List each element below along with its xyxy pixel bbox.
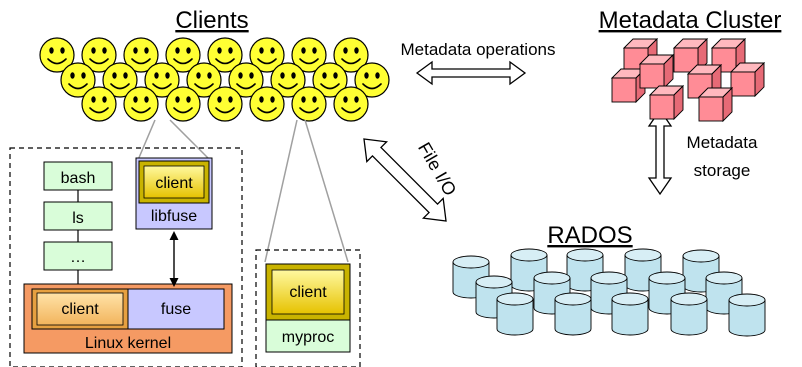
storage-disk-icon	[496, 292, 534, 336]
smiley-face-icon	[207, 86, 243, 122]
connector-lines	[137, 119, 349, 263]
storage-disk-icon	[728, 293, 766, 337]
metadata-server-cube-icon	[729, 61, 766, 98]
process-bash	[43, 161, 113, 191]
metadata-server-cube-icon	[648, 84, 685, 121]
smiley-face-icon	[312, 62, 348, 98]
smiley-face-icon	[333, 86, 369, 122]
metadata-storage-arrow	[647, 108, 673, 196]
smiley-face-icon	[291, 37, 327, 73]
smiley-face-icon	[165, 86, 201, 122]
metadata-cluster-title: Metadata Cluster	[599, 7, 782, 34]
metadata-server-cube-icon	[638, 53, 675, 90]
metadata-operations-arrow	[415, 60, 527, 86]
smiley-face-icon	[186, 62, 222, 98]
libfuse-fuse-arrow	[169, 231, 179, 287]
fuse-module-label: fuse	[161, 301, 191, 318]
process-ellipsis-label: …	[70, 249, 86, 266]
process-ls	[43, 201, 113, 231]
rados-disks	[452, 248, 766, 337]
smiley-face-icon	[102, 62, 138, 98]
smiley-face-icon	[81, 86, 117, 122]
storage-disk-icon	[510, 248, 548, 292]
smiley-face-icon	[60, 62, 96, 98]
storage-disk-icon	[611, 292, 649, 336]
file-io-arrow	[363, 138, 447, 222]
process-ellipsis	[43, 241, 113, 271]
clients-title: Clients	[175, 7, 248, 34]
fuse-module-box	[127, 288, 225, 330]
smiley-face-icon	[228, 62, 264, 98]
smiley-face-icon	[144, 62, 180, 98]
storage-disk-icon	[554, 292, 592, 336]
metadata-storage-label-line2: storage	[694, 161, 751, 180]
smiley-face-icon	[249, 37, 285, 73]
smiley-face-icon	[123, 37, 159, 73]
metadata-server-cube-icon	[710, 37, 747, 74]
smiley-face-icon	[207, 37, 243, 73]
smiley-face-icon	[165, 37, 201, 73]
process-bash-label: bash	[61, 170, 96, 187]
local-host-box	[9, 147, 243, 367]
rados-title: RADOS	[547, 222, 632, 249]
metadata-operations-label: Metadata operations	[401, 40, 556, 59]
direct-host-box	[255, 249, 361, 367]
linux-kernel-label: Linux kernel	[85, 335, 171, 352]
smiley-face-icon	[39, 37, 75, 73]
smiley-face-icon	[354, 62, 390, 98]
myproc-label: myproc	[282, 329, 334, 346]
fuse-client-label: client	[155, 175, 193, 192]
smiley-face-icon	[270, 62, 306, 98]
kernel-client-label: client	[61, 301, 99, 318]
direct-client-label: client	[289, 284, 327, 301]
metadata-cluster-cubes	[610, 37, 766, 123]
smiley-face-icon	[291, 86, 327, 122]
metadata-storage-label-line1: Metadata	[687, 133, 758, 152]
libfuse-label: libfuse	[151, 208, 197, 225]
storage-disk-icon	[670, 292, 708, 336]
smiley-face-icon	[81, 37, 117, 73]
myproc-box	[265, 319, 351, 353]
smiley-face-icon	[333, 37, 369, 73]
smiley-face-icon	[123, 86, 159, 122]
client-smileys	[39, 37, 390, 122]
smiley-face-icon	[249, 86, 285, 122]
metadata-server-cube-icon	[697, 86, 734, 123]
metadata-server-cube-icon	[672, 37, 709, 74]
process-ls-label: ls	[72, 210, 84, 227]
